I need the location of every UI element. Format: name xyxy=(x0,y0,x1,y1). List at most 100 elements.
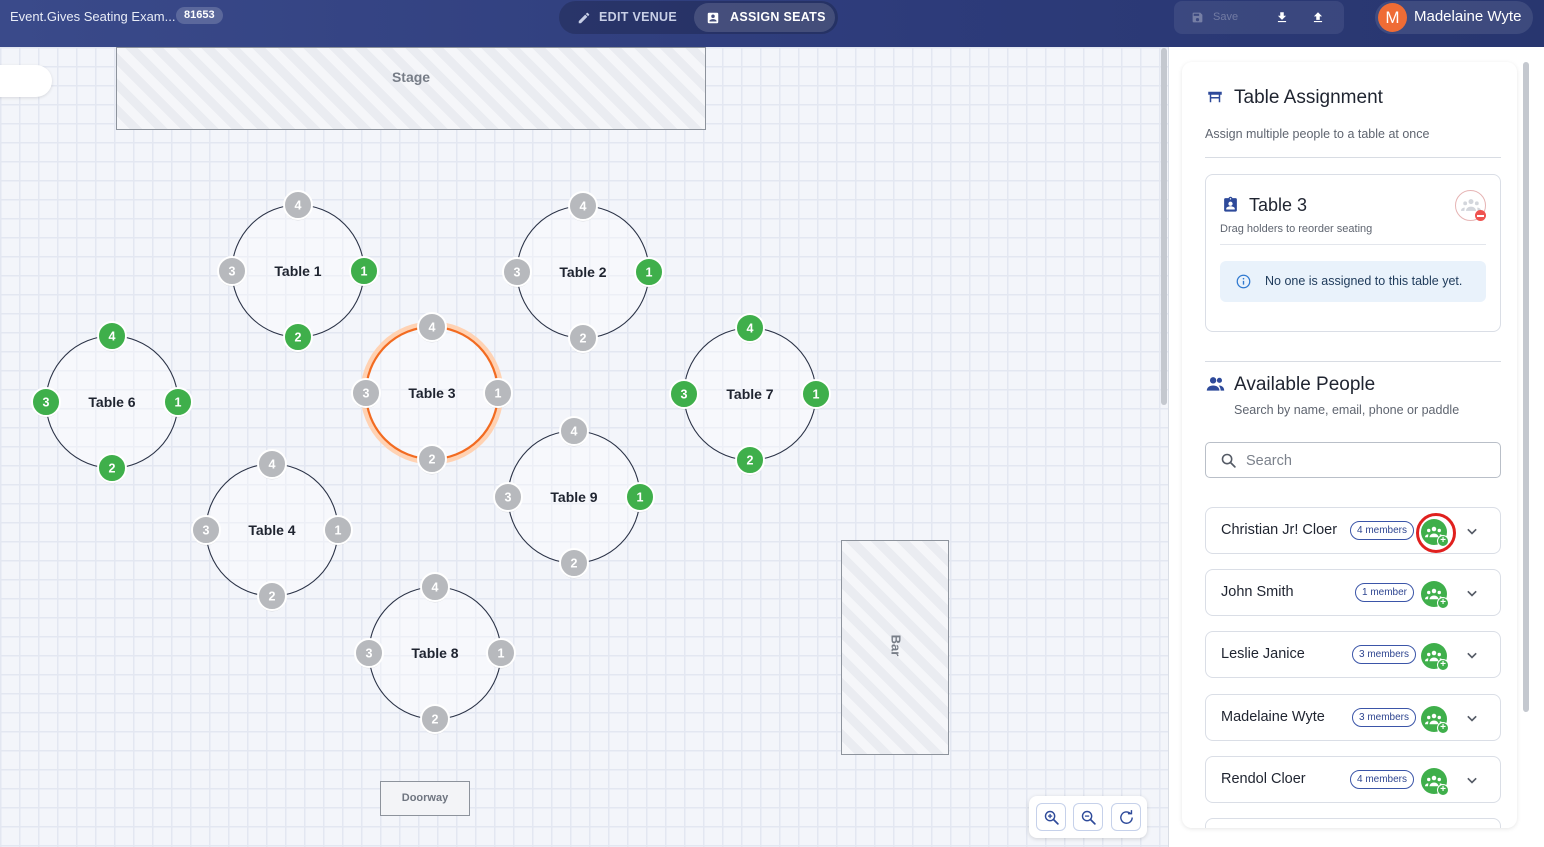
seat-4[interactable]: 4 xyxy=(417,312,447,343)
seat-circle[interactable] xyxy=(493,482,523,512)
seat-4[interactable]: 4 xyxy=(257,449,287,480)
seat-1[interactable]: 1 xyxy=(483,378,513,409)
download-button[interactable] xyxy=(1268,5,1296,30)
seat-circle[interactable] xyxy=(354,638,384,668)
seat-circle[interactable] xyxy=(217,256,247,286)
seat-2[interactable]: 2 xyxy=(417,444,447,475)
seat-circle[interactable] xyxy=(349,256,379,286)
seat-circle[interactable] xyxy=(735,313,765,343)
seat-2[interactable]: 2 xyxy=(283,322,313,353)
seat-circle[interactable] xyxy=(735,445,765,475)
seat-1[interactable]: 1 xyxy=(625,482,655,513)
seat-circle[interactable] xyxy=(669,379,699,409)
expand-button[interactable] xyxy=(1462,645,1482,665)
seat-circle[interactable] xyxy=(568,323,598,353)
seat-4[interactable]: 4 xyxy=(420,572,450,603)
seat-circle[interactable] xyxy=(97,453,127,483)
seat-circle[interactable] xyxy=(283,322,313,352)
upload-button[interactable] xyxy=(1304,5,1332,30)
seat-3[interactable]: 3 xyxy=(354,638,384,669)
seat-2[interactable]: 2 xyxy=(97,453,127,484)
seat-1[interactable]: 1 xyxy=(323,515,353,546)
seat-2[interactable]: 2 xyxy=(257,581,287,612)
seat-circle[interactable] xyxy=(502,257,532,287)
seat-circle[interactable] xyxy=(417,444,447,474)
seat-circle[interactable] xyxy=(257,581,287,611)
expand-button[interactable] xyxy=(1462,583,1482,603)
assign-group-button[interactable]: + xyxy=(1421,643,1449,671)
seat-4[interactable]: 4 xyxy=(283,190,313,221)
seat-circle[interactable] xyxy=(420,572,450,602)
edit-venue-button[interactable]: EDIT VENUE xyxy=(561,3,693,32)
seat-circle[interactable] xyxy=(163,387,193,417)
seat-circle[interactable] xyxy=(568,191,598,221)
seat-circle[interactable] xyxy=(486,638,516,668)
seat-circle[interactable] xyxy=(420,704,450,734)
seat-circle[interactable] xyxy=(559,548,589,578)
seat-1[interactable]: 1 xyxy=(801,379,831,410)
seat-circle[interactable] xyxy=(625,482,655,512)
seat-circle[interactable] xyxy=(283,190,313,220)
panel-scrollbar[interactable] xyxy=(1523,62,1529,712)
assign-seats-button[interactable]: ASSIGN SEATS xyxy=(694,3,835,32)
seat-circle[interactable] xyxy=(351,378,381,408)
seat-3[interactable]: 3 xyxy=(493,482,523,513)
expand-button[interactable] xyxy=(1462,770,1482,790)
seat-4[interactable]: 4 xyxy=(735,313,765,344)
canvas-scrollbar[interactable] xyxy=(1161,48,1167,405)
seat-circle[interactable] xyxy=(191,515,221,545)
user-menu[interactable]: M Madelaine Wyte xyxy=(1375,1,1533,34)
seat-1[interactable]: 1 xyxy=(163,387,193,418)
seat-2[interactable]: 2 xyxy=(420,704,450,735)
reset-view-button[interactable] xyxy=(1111,803,1141,831)
seat-4[interactable]: 4 xyxy=(97,321,127,352)
list-item[interactable] xyxy=(1205,818,1501,828)
seat-3[interactable]: 3 xyxy=(502,257,532,288)
bar-area[interactable]: Bar xyxy=(841,540,949,755)
seat-circle[interactable] xyxy=(97,321,127,351)
seat-1[interactable]: 1 xyxy=(349,256,379,287)
seat-2[interactable]: 2 xyxy=(568,323,598,354)
seat-circle[interactable] xyxy=(323,515,353,545)
seat-3[interactable]: 3 xyxy=(31,387,61,418)
seat-4[interactable]: 4 xyxy=(568,191,598,222)
search-input[interactable] xyxy=(1246,451,1486,470)
seat-circle[interactable] xyxy=(801,379,831,409)
doorway-area[interactable]: Doorway xyxy=(380,781,470,816)
seat-3[interactable]: 3 xyxy=(669,379,699,410)
expand-button[interactable] xyxy=(1462,708,1482,728)
stage-area[interactable]: Stage xyxy=(116,47,706,130)
seat-2[interactable]: 2 xyxy=(735,445,765,476)
seat-1[interactable]: 1 xyxy=(486,638,516,669)
seat-circle[interactable] xyxy=(417,312,447,342)
expand-button[interactable] xyxy=(1462,521,1482,541)
unassign-all-button[interactable] xyxy=(1455,190,1486,221)
zoom-in-button[interactable] xyxy=(1036,803,1066,831)
seat-3[interactable]: 3 xyxy=(191,515,221,546)
assign-group-button[interactable]: + xyxy=(1421,768,1449,796)
canvas-side-toggle[interactable] xyxy=(0,65,52,97)
seat-2[interactable]: 2 xyxy=(559,548,589,579)
seat-3[interactable]: 3 xyxy=(217,256,247,287)
assign-group-button[interactable]: + xyxy=(1421,581,1449,609)
seat-circle[interactable] xyxy=(31,387,61,417)
seat-circle[interactable] xyxy=(483,378,513,408)
zoom-out-button[interactable] xyxy=(1073,803,1103,831)
seat-3[interactable]: 3 xyxy=(351,378,381,409)
seat-circle[interactable] xyxy=(559,416,589,446)
seat-circle[interactable] xyxy=(634,257,664,287)
